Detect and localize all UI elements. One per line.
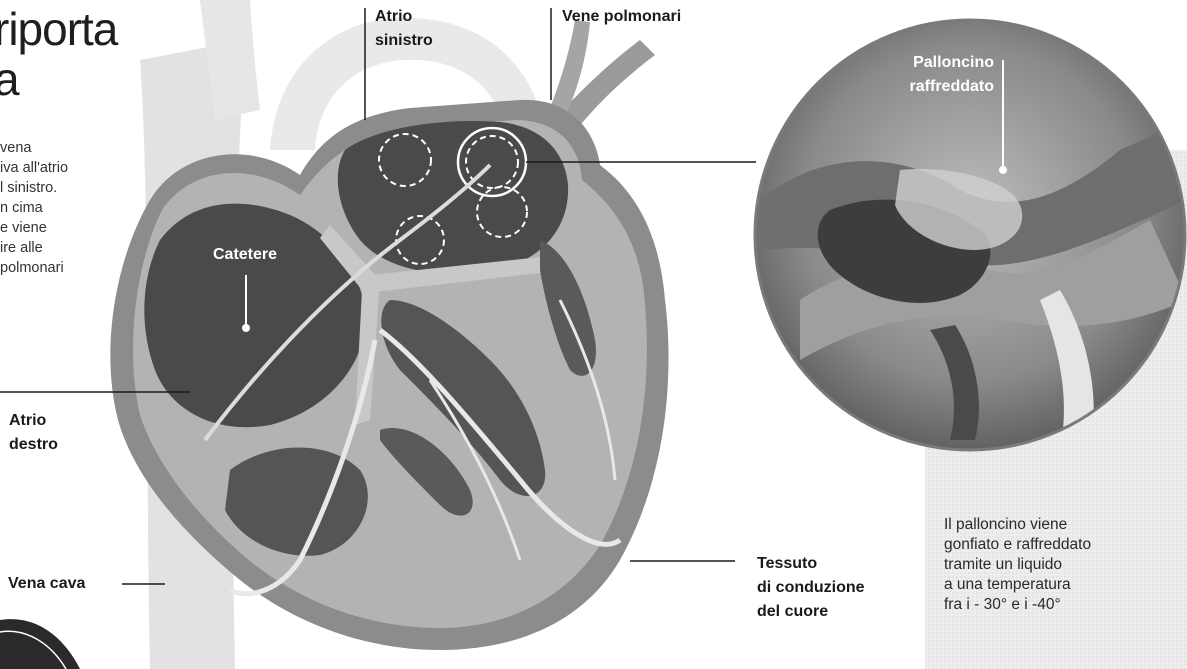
disc-partial <box>0 619 80 669</box>
intro-text-line: vena <box>0 138 31 158</box>
intro-text-line: polmonari <box>0 258 64 278</box>
caption-line: gonfiato e raffreddato <box>944 535 1091 555</box>
page-title-line: a <box>0 54 19 104</box>
label-palloncino: raffreddato <box>850 76 994 98</box>
intro-text-line: iva all'atrio <box>0 158 68 178</box>
label-tessuto: di conduzione <box>757 577 865 599</box>
label-vene-polmonari: Vene polmonari <box>562 6 681 28</box>
caption-line: tramite un liquido <box>944 555 1062 575</box>
intro-text-line: ire alle <box>0 238 43 258</box>
label-atrio-destro: Atrio <box>9 410 46 432</box>
leader-dot <box>242 324 250 332</box>
label-atrio-sinistro: sinistro <box>375 30 433 52</box>
intro-text-line: n cima <box>0 198 43 218</box>
label-tessuto: Tessuto <box>757 553 817 575</box>
caption-line: Il palloncino viene <box>944 515 1067 535</box>
leader-dot <box>999 166 1007 174</box>
caption-line: fra i - 30° e i -40° <box>944 595 1061 615</box>
label-catetere: Catetere <box>213 244 277 266</box>
caption-line: a una temperatura <box>944 575 1071 595</box>
label-vena-cava: Vena cava <box>8 573 85 595</box>
intro-text-line: e viene <box>0 218 47 238</box>
page-title-line: riporta <box>0 4 117 54</box>
label-palloncino: Palloncino <box>850 52 994 74</box>
intro-text-line: l sinistro. <box>0 178 57 198</box>
label-atrio-sinistro: Atrio <box>375 6 412 28</box>
label-tessuto: del cuore <box>757 601 828 623</box>
label-atrio-destro: destro <box>9 434 58 456</box>
